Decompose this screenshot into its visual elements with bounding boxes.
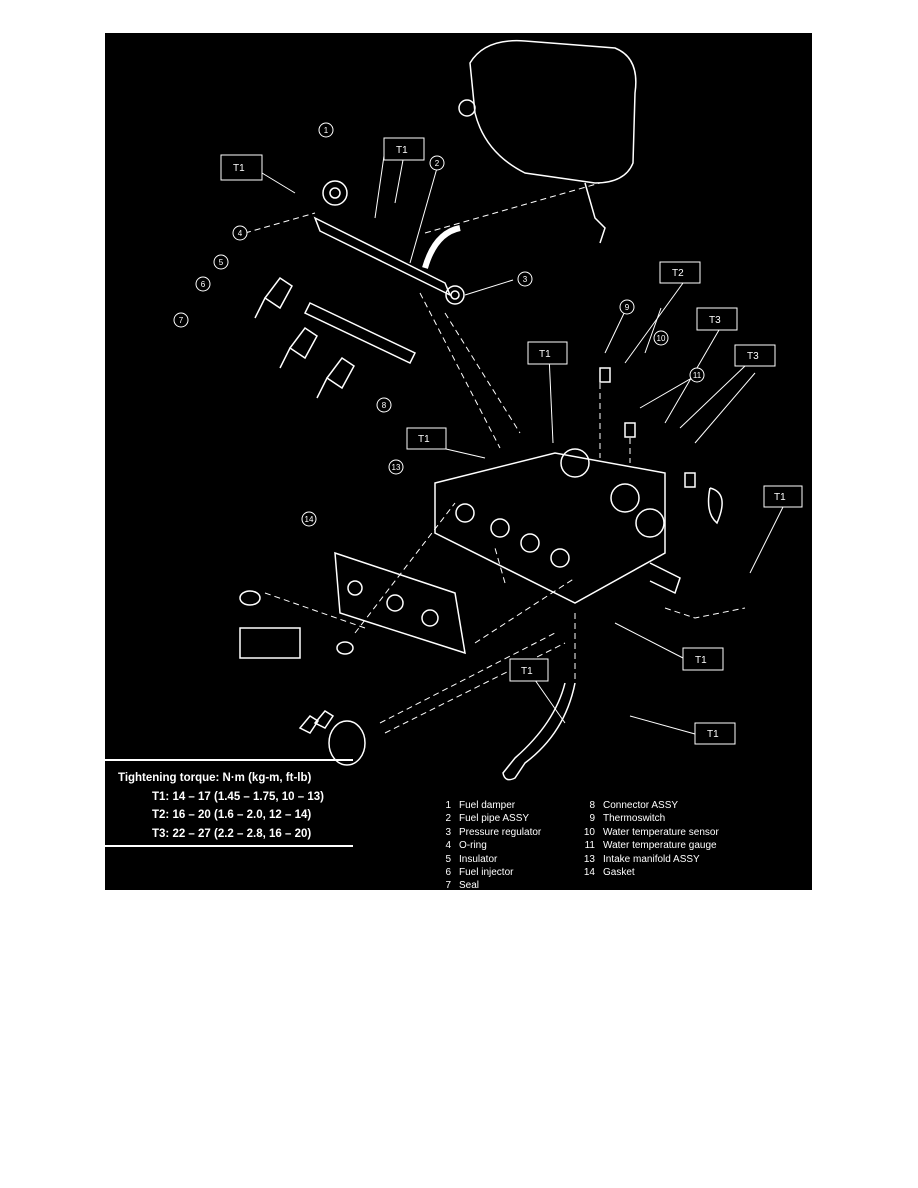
legend-number: 9 bbox=[589, 813, 595, 825]
svg-text:11: 11 bbox=[693, 371, 702, 380]
exploded-view-drawing: T1 T1 T2 T3 T1 T3 T1 T1 T1 T1 T1 1 2 3 4… bbox=[173, 39, 803, 781]
legend-item: 8 Connector ASSY bbox=[581, 799, 719, 812]
legend-item: 3 Pressure regulator bbox=[437, 826, 541, 839]
callout-t1: T1 bbox=[509, 658, 549, 682]
legend-label: Thermoswitch bbox=[603, 813, 666, 825]
svg-text:T1: T1 bbox=[233, 163, 245, 174]
legend-number: 5 bbox=[445, 853, 451, 865]
callout-t1: T1 bbox=[763, 485, 803, 508]
legend-label: Pressure regulator bbox=[459, 826, 542, 838]
callout-t1: T1 bbox=[220, 154, 263, 181]
svg-text:2: 2 bbox=[435, 159, 440, 168]
part-callout-10: 10 bbox=[653, 330, 669, 346]
intake-manifold-diagram: T1 T1 T2 T3 T1 T3 T1 T1 T1 T1 T1 1 2 3 4… bbox=[105, 33, 812, 890]
part-callout-8: 8 bbox=[376, 397, 392, 413]
part-callout-1: 1 bbox=[318, 122, 334, 138]
svg-text:T1: T1 bbox=[707, 729, 719, 740]
legend-number: 13 bbox=[583, 853, 595, 865]
callout-t1: T1 bbox=[527, 341, 568, 365]
legend-number: 3 bbox=[445, 826, 451, 838]
callout-t2: T2 bbox=[659, 261, 701, 284]
svg-text:T1: T1 bbox=[695, 655, 707, 666]
legend-label: O-ring bbox=[459, 840, 487, 852]
legend-item: 9 Thermoswitch bbox=[581, 812, 719, 825]
part-callout-7: 7 bbox=[173, 312, 189, 328]
svg-text:5: 5 bbox=[219, 258, 224, 267]
legend-item: 6 Fuel injector bbox=[437, 866, 541, 879]
legend-number: 14 bbox=[583, 867, 595, 879]
svg-text:4: 4 bbox=[238, 229, 243, 238]
callout-t3: T3 bbox=[696, 307, 738, 331]
legend-item: 14 Gasket bbox=[581, 866, 719, 879]
svg-text:10: 10 bbox=[657, 334, 666, 343]
legend-number: 1 bbox=[445, 800, 451, 811]
legend-item: 7 Seal bbox=[437, 879, 541, 890]
legend-label: Water temperature gauge bbox=[603, 840, 717, 852]
legend-number: 2 bbox=[445, 813, 451, 825]
part-callout-6: 6 bbox=[195, 276, 211, 292]
legend-number: 11 bbox=[584, 840, 595, 852]
svg-text:T1: T1 bbox=[539, 349, 551, 360]
part-callout-3: 3 bbox=[517, 271, 533, 287]
svg-text:T1: T1 bbox=[774, 492, 786, 503]
tightening-torque-table: Tightening torque: N·m (kg-m, ft-lb) T1:… bbox=[118, 769, 324, 843]
legend-item: 11 Water temperature gauge bbox=[581, 839, 719, 852]
callout-t1: T1 bbox=[682, 647, 724, 671]
torque-row-t1: T1: 14 – 17 (1.45 – 1.75, 10 – 13) bbox=[152, 790, 324, 803]
legend-number: 8 bbox=[589, 800, 595, 811]
svg-text:9: 9 bbox=[625, 303, 630, 312]
part-callout-2: 2 bbox=[429, 155, 445, 171]
legend-label: Fuel damper bbox=[459, 800, 516, 811]
legend-item: 4 O-ring bbox=[437, 839, 541, 852]
legend-label: Intake manifold ASSY bbox=[603, 853, 700, 865]
legend-label: Gasket bbox=[603, 867, 635, 879]
part-callout-9: 9 bbox=[619, 299, 635, 315]
legend-item: 1 Fuel damper bbox=[437, 799, 541, 812]
svg-text:T3: T3 bbox=[747, 351, 759, 362]
part-callout-13: 13 bbox=[388, 459, 404, 475]
torque-row-t2: T2: 16 – 20 (1.6 – 2.0, 12 – 14) bbox=[152, 809, 312, 821]
legend-label: Water temperature sensor bbox=[603, 826, 719, 838]
svg-text:T2: T2 bbox=[672, 268, 684, 279]
parts-legend-col1: 1 Fuel damper 2 Fuel pipe ASSY 3 Pressure r… bbox=[437, 799, 541, 890]
svg-text:T1: T1 bbox=[418, 434, 430, 445]
svg-text:T1: T1 bbox=[396, 145, 408, 156]
callout-t1: T1 bbox=[694, 722, 736, 745]
legend-item: 5 Insulator bbox=[437, 853, 541, 866]
legend-label: Fuel pipe ASSY bbox=[459, 813, 530, 825]
callout-t1: T1 bbox=[406, 427, 447, 450]
svg-text:6: 6 bbox=[201, 280, 206, 289]
legend-item: 13 Intake manifold ASSY bbox=[581, 853, 719, 866]
divider bbox=[105, 759, 353, 761]
part-callout-5: 5 bbox=[213, 254, 229, 270]
legend-item: 2 Fuel pipe ASSY bbox=[437, 812, 541, 825]
legend-item: 10 Water temperature sensor bbox=[581, 826, 719, 839]
svg-text:7: 7 bbox=[179, 316, 184, 325]
svg-text:3: 3 bbox=[523, 275, 528, 284]
legend-number: 7 bbox=[445, 880, 451, 890]
callout-t1: T1 bbox=[383, 137, 425, 161]
svg-text:1: 1 bbox=[324, 126, 329, 135]
torque-row-t3: T3: 22 – 27 (2.2 – 2.8, 16 – 20) bbox=[152, 827, 312, 840]
svg-text:T1: T1 bbox=[521, 666, 533, 677]
svg-text:T3: T3 bbox=[709, 315, 721, 326]
legend-label: Seal bbox=[459, 880, 480, 890]
torque-title: Tightening torque: N·m (kg-m, ft-lb) bbox=[118, 772, 312, 784]
legend-label: Fuel injector bbox=[459, 867, 514, 879]
part-callout-4: 4 bbox=[232, 225, 248, 241]
legend-number: 6 bbox=[445, 867, 451, 879]
legend-label: Connector ASSY bbox=[603, 800, 679, 811]
legend-label: Insulator bbox=[459, 853, 498, 865]
part-callout-11: 11 bbox=[689, 367, 705, 383]
divider bbox=[105, 845, 353, 847]
svg-text:8: 8 bbox=[382, 401, 387, 410]
legend-number: 10 bbox=[583, 826, 595, 838]
part-callout-14: 14 bbox=[301, 511, 317, 527]
legend-number: 4 bbox=[445, 840, 451, 852]
callout-t3: T3 bbox=[734, 344, 776, 367]
svg-text:13: 13 bbox=[392, 463, 401, 472]
svg-text:14: 14 bbox=[305, 515, 314, 524]
